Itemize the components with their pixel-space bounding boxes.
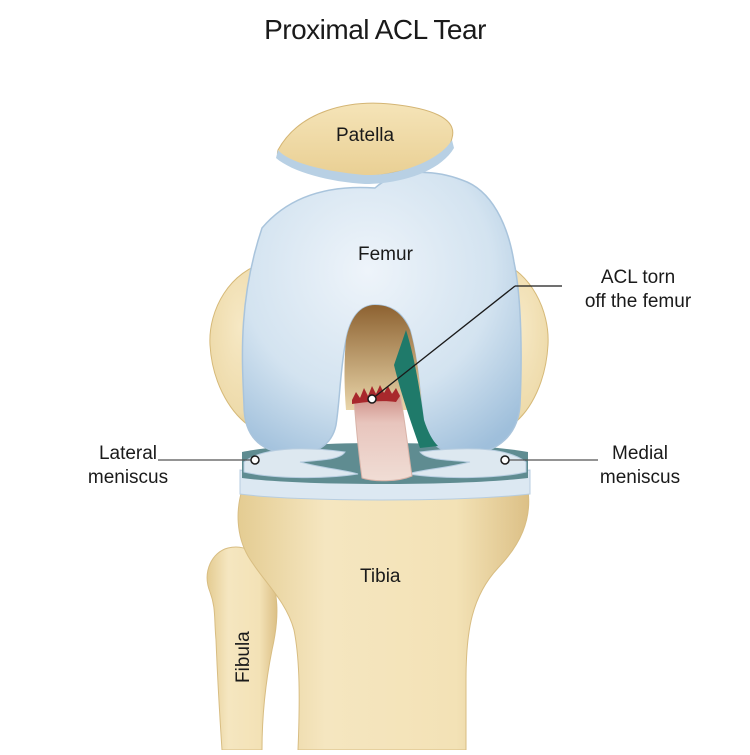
tear-edge [352, 385, 400, 404]
lateral-meniscus-label: Lateral meniscus [78, 442, 178, 490]
medial-meniscus [407, 448, 527, 479]
patella [276, 102, 454, 184]
lateral-meniscus-line2: meniscus [87, 467, 169, 488]
acl-stump [352, 385, 413, 482]
tibia [237, 489, 530, 751]
medial-meniscus-line2: meniscus [599, 467, 681, 488]
diagram-title: Proximal ACL Tear [264, 14, 486, 45]
femur [241, 171, 522, 455]
fibula-label: Fibula [233, 631, 254, 683]
patella-label: Patella [336, 125, 395, 146]
acl-callout-label: ACL torn off the femur [568, 266, 708, 314]
lateral-meniscus [243, 448, 359, 479]
lateral-meniscus-line1: Lateral [98, 443, 158, 464]
callout-lines [158, 285, 598, 465]
femur-label: Femur [358, 244, 413, 265]
acl-callout-line2: off the femur [584, 291, 692, 312]
acl-callout-line1: ACL torn [600, 267, 676, 288]
medial-meniscus-label: Medial meniscus [590, 442, 690, 490]
tibia-label: Tibia [360, 566, 401, 587]
medial-meniscus-line1: Medial [612, 443, 668, 464]
